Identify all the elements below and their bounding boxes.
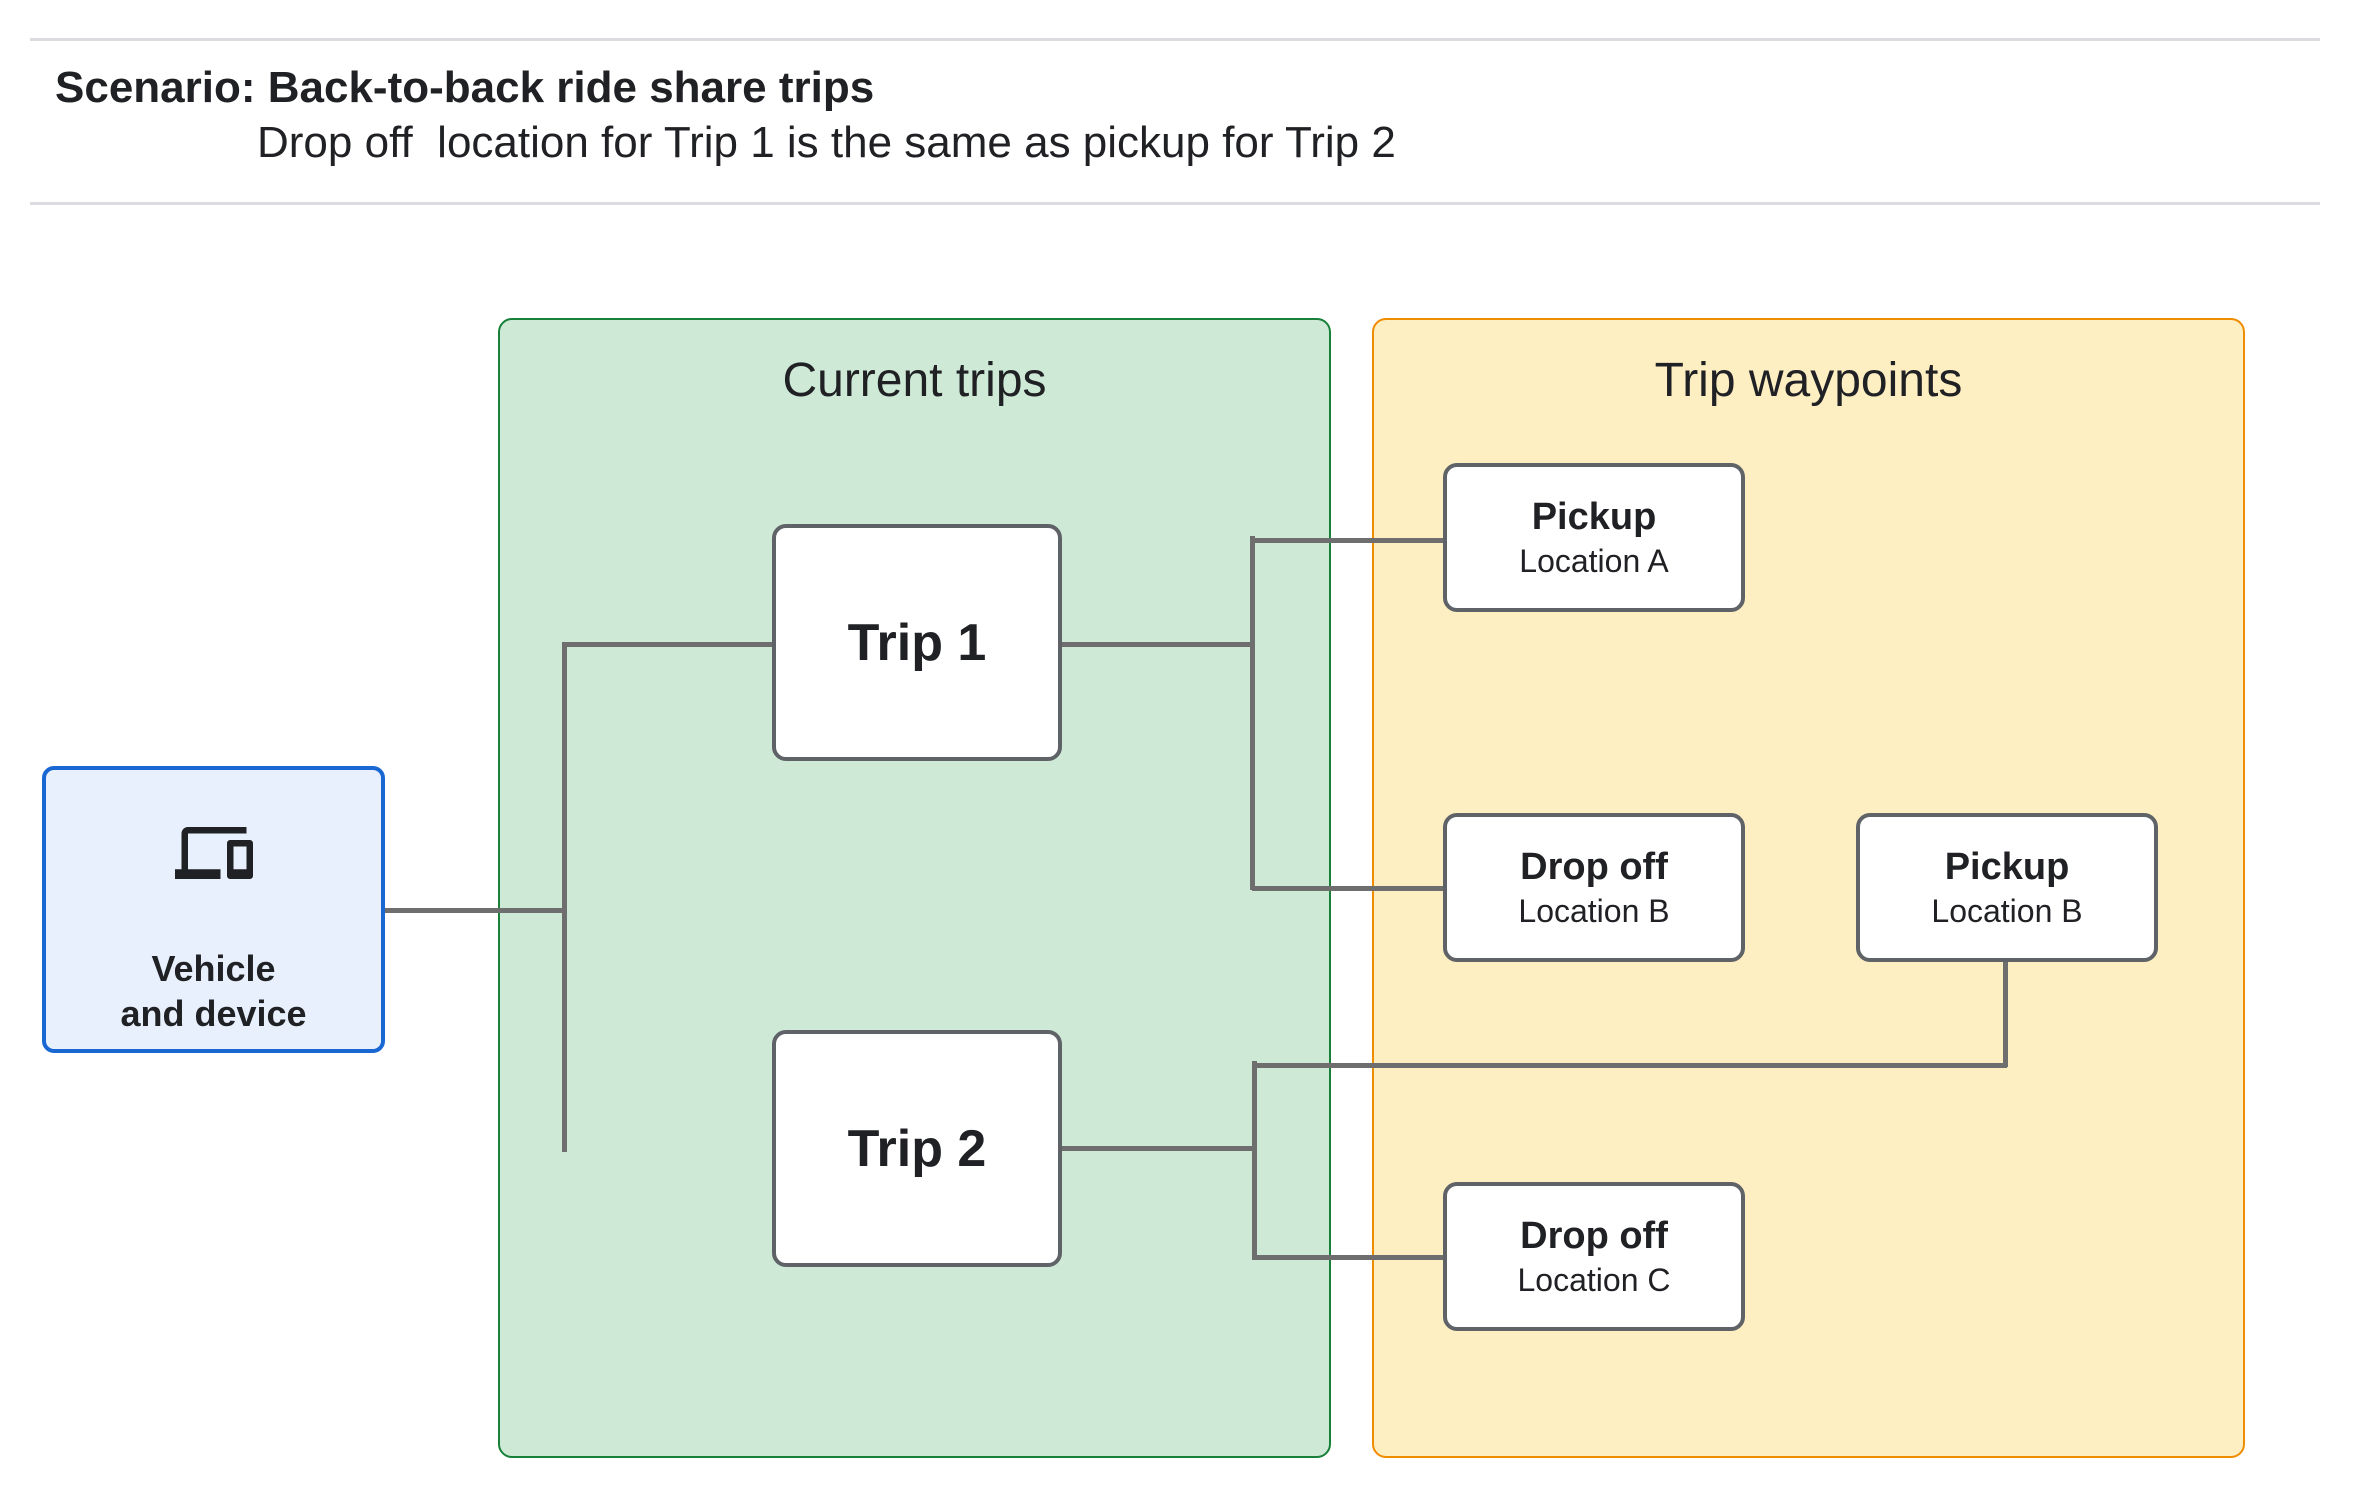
connector-vehicle-to-split	[385, 908, 566, 913]
connector-trip2-junction-vertical	[1252, 1061, 1257, 1260]
waypoint-type: Drop off	[1520, 845, 1668, 888]
page-title: Scenario: Back-to-back ride share trips	[55, 63, 875, 112]
waypoint-location: Location A	[1519, 542, 1669, 579]
connector-split-vertical	[562, 642, 567, 1152]
connector-to-dropoff-c	[1252, 1255, 1443, 1260]
waypoint-pickup-location-b: Pickup Location B	[1856, 813, 2158, 962]
vehicle-label-line1: Vehicle	[151, 948, 276, 989]
trip-waypoints-title: Trip waypoints	[1654, 354, 1963, 407]
trip-1-label: Trip 1	[847, 613, 987, 672]
vehicle-and-device-node: Vehicle and device	[42, 766, 385, 1053]
trip-1-node: Trip 1	[772, 524, 1062, 761]
trip-2-node: Trip 2	[772, 1030, 1062, 1267]
waypoint-location: Location B	[1518, 892, 1670, 929]
connector-trip2-to-junction	[1062, 1146, 1256, 1151]
current-trips-group: Current trips	[498, 318, 1331, 1458]
connector-to-dropoff-b	[1252, 886, 1443, 891]
devices-icon	[174, 827, 253, 879]
connector-trip1-to-junction	[1062, 642, 1254, 647]
waypoint-dropoff-location-b: Drop off Location B	[1443, 813, 1745, 962]
vehicle-label: Vehicle and device	[46, 946, 381, 1036]
waypoint-type: Pickup	[1531, 495, 1657, 538]
header-divider	[30, 202, 2320, 205]
trip-2-label: Trip 2	[847, 1119, 987, 1178]
top-divider	[30, 38, 2320, 41]
current-trips-title: Current trips	[782, 354, 1047, 407]
connector-pickup-b-drop	[2003, 959, 2008, 1067]
vehicle-label-line2: and device	[120, 993, 307, 1034]
waypoint-location: Location C	[1517, 1261, 1671, 1298]
waypoint-pickup-location-a: Pickup Location A	[1443, 463, 1745, 612]
waypoint-dropoff-location-c: Drop off Location C	[1443, 1182, 1745, 1331]
waypoint-type: Drop off	[1520, 1214, 1668, 1257]
waypoint-location: Location B	[1931, 892, 2083, 929]
page-subtitle: Drop off location for Trip 1 is the same…	[257, 118, 1396, 167]
connector-to-pickup-a	[1252, 538, 1443, 543]
waypoint-type: Pickup	[1944, 845, 2070, 888]
connector-trip1-junction-vertical	[1250, 536, 1255, 890]
connector-junction-to-pickup-b	[1252, 1063, 2007, 1068]
connector-split-to-trip1	[564, 642, 772, 647]
